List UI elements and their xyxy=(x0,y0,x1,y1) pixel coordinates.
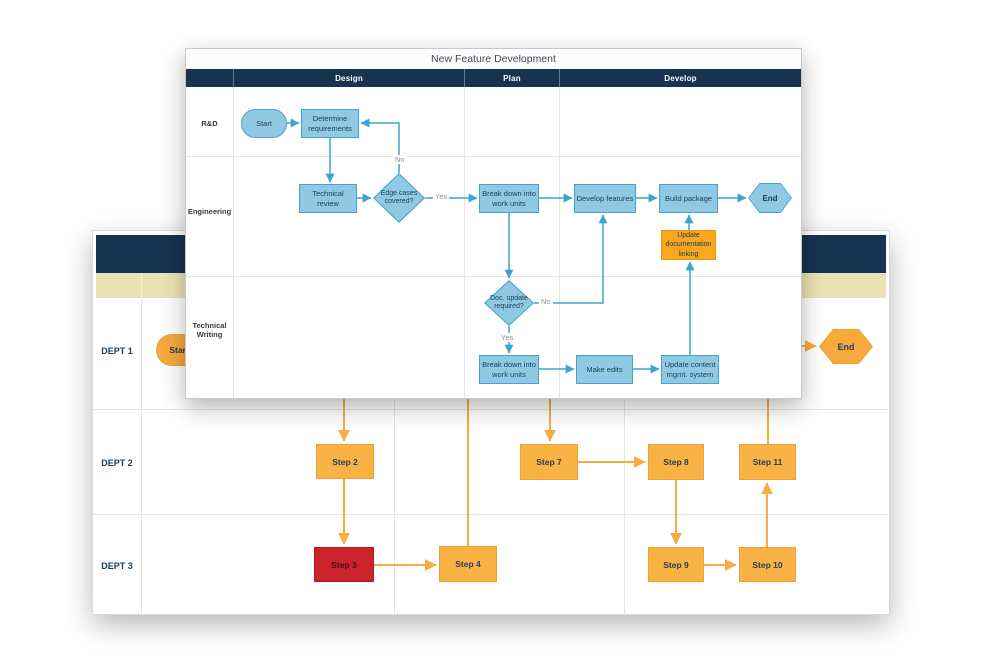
grid-line xyxy=(559,87,560,398)
lane-label-dept-3: DEPT 3 xyxy=(101,561,133,571)
node-step7[interactable]: Step 7 xyxy=(520,444,578,480)
grid-line xyxy=(464,87,465,398)
grid-line xyxy=(186,276,801,277)
grid-line xyxy=(141,273,142,297)
node-label: End xyxy=(762,193,778,203)
node-step9[interactable]: Step 9 xyxy=(648,547,704,582)
grid-line xyxy=(233,87,234,398)
lane-label-rnd: R&D xyxy=(201,119,218,128)
grid-line xyxy=(93,514,889,515)
grid-line xyxy=(141,297,142,614)
front-flowchart-panel: New Feature Development Design Plan Deve… xyxy=(185,48,802,399)
node-step10[interactable]: Step 10 xyxy=(739,547,796,582)
node-break-down-work-units-tw[interactable]: Break down into work units xyxy=(479,355,539,384)
node-step11[interactable]: Step 11 xyxy=(739,444,796,480)
node-update-content-mgmt[interactable]: Update content mgmt. system xyxy=(661,355,719,384)
lane-label-dept-2: DEPT 2 xyxy=(101,458,133,468)
phase-header-spacer xyxy=(186,69,233,87)
edge-label-no: No xyxy=(393,155,407,164)
edge-decision-no-determine xyxy=(360,118,400,173)
phase-header-design: Design xyxy=(233,69,464,87)
flowchart-title: New Feature Development xyxy=(431,53,556,65)
lane-label-engineering: Engineering xyxy=(187,207,232,216)
node-make-edits[interactable]: Make edits xyxy=(576,355,633,384)
edge-label-no: No xyxy=(539,297,553,306)
node-step3[interactable]: Step 3 xyxy=(314,547,374,582)
edge-label-yes: Yes xyxy=(499,333,516,342)
node-edge-cases-covered[interactable]: Edge cases covered? xyxy=(373,173,425,223)
edge-label-yes: Yes xyxy=(433,192,450,201)
node-step2[interactable]: Step 2 xyxy=(316,444,374,479)
phase-header-plan: Plan xyxy=(464,69,559,87)
node-start-front[interactable]: Start xyxy=(241,109,287,138)
node-end-front[interactable]: End xyxy=(748,183,792,213)
front-connector-layer xyxy=(287,118,747,374)
grid-line xyxy=(394,297,395,614)
node-develop-features[interactable]: Develop features xyxy=(574,184,636,213)
node-technical-review[interactable]: Technical review xyxy=(299,184,357,213)
node-break-down-work-units-eng[interactable]: Break down into work units xyxy=(479,184,539,213)
node-label: Doc. update required? xyxy=(490,294,528,310)
node-update-documentation-linking[interactable]: Update documentation linking xyxy=(661,230,716,260)
node-step4[interactable]: Step 4 xyxy=(439,546,497,582)
node-label: Edge cases covered? xyxy=(380,189,418,205)
lane-label-dept-1: DEPT 1 xyxy=(101,346,133,356)
node-build-package[interactable]: Build package xyxy=(659,184,718,213)
grid-line xyxy=(186,156,801,157)
phase-header-row: Design Plan Develop xyxy=(186,69,801,87)
grid-line xyxy=(93,409,889,410)
node-doc-update-required[interactable]: Doc. update required? xyxy=(484,280,534,326)
node-end-back[interactable]: End xyxy=(819,329,873,364)
node-determine-requirements[interactable]: Determine requirements xyxy=(301,109,359,138)
lane-label-technical-writing: Technical Writing xyxy=(192,321,227,340)
front-flowchart-title-bar: New Feature Development xyxy=(186,49,801,70)
edge-docdecision-no-developfeatures xyxy=(534,214,608,304)
node-label: End xyxy=(837,341,855,352)
phase-header-develop: Develop xyxy=(559,69,801,87)
node-step8[interactable]: Step 8 xyxy=(648,444,704,480)
grid-line xyxy=(624,297,625,614)
